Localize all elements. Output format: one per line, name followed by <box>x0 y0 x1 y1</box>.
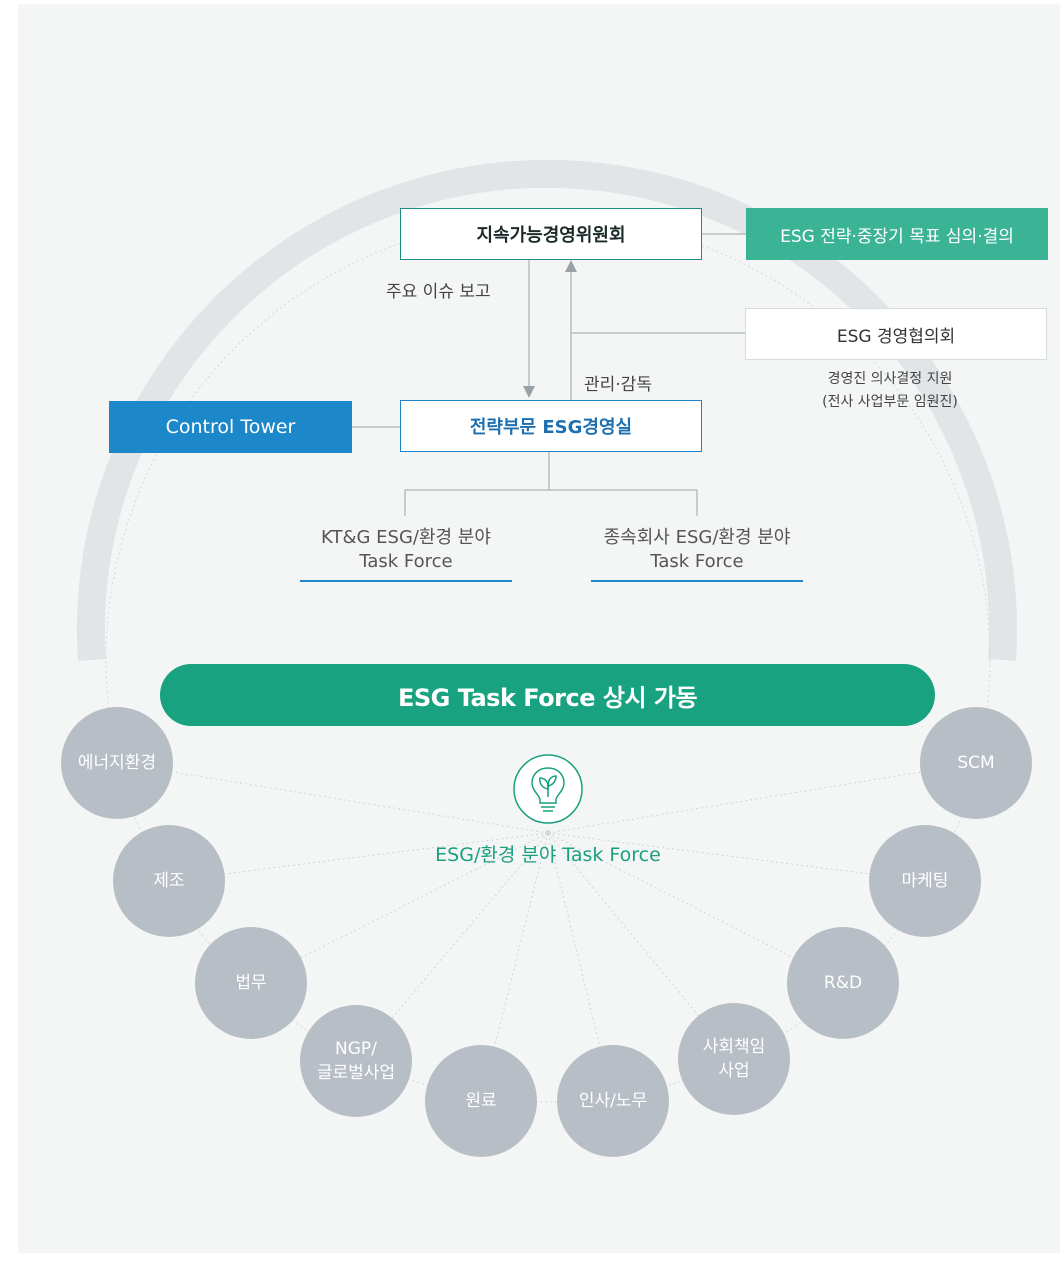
task-force-subsidiary-line2: Task Force <box>650 551 744 572</box>
unit-legal: 법무 <box>195 927 307 1039</box>
task-force-subsidiary-line1: 종속회사 ESG/환경 분야 <box>603 527 791 548</box>
task-force-ktng-line1: KT&G ESG/환경 분야 <box>321 527 491 548</box>
council-desc-line1: 경영진 의사결정 지원 <box>827 371 953 387</box>
esg-council-box: ESG 경영협의회 <box>745 308 1047 360</box>
unit-rnd: R&D <box>787 927 899 1039</box>
task-force-ktng: KT&G ESG/환경 분야 Task Force <box>300 522 512 582</box>
task-force-banner: ESG Task Force 상시 가동 <box>160 664 935 726</box>
task-force-subsidiary: 종속회사 ESG/환경 분야 Task Force <box>591 522 803 582</box>
unit-marketing: 마케팅 <box>869 825 981 937</box>
control-tower-box: Control Tower <box>109 401 352 453</box>
unit-hr-labor: 인사/노무 <box>557 1045 669 1157</box>
supervise-label: 관리·감독 <box>584 375 652 395</box>
unit-raw-materials: 원료 <box>425 1045 537 1157</box>
lightbulb-leaf-icon <box>513 754 583 824</box>
connector-rays <box>116 762 977 1102</box>
unit-manufacturing: 제조 <box>113 825 225 937</box>
decision-box: ESG 전략·중장기 목표 심의·결의 <box>746 208 1048 260</box>
esg-office-box: 전략부문 ESG경영실 <box>400 400 702 452</box>
inner-dotted-ring <box>105 217 991 1103</box>
unit-ngp-global: NGP/글로벌사업 <box>300 1005 412 1117</box>
council-description: 경영진 의사결정 지원 (전사 사업부문 임원진) <box>790 368 990 414</box>
council-desc-line2: (전사 사업부문 임원진) <box>822 394 958 410</box>
report-label: 주요 이슈 보고 <box>386 282 491 302</box>
unit-energy-environment: 에너지환경 <box>61 707 173 819</box>
unit-scm: SCM <box>920 707 1032 819</box>
center-node <box>545 830 551 836</box>
center-task-force-label: ESG/환경 분야 Task Force <box>435 844 661 866</box>
task-force-ktng-line2: Task Force <box>359 551 453 572</box>
org-connectors <box>352 233 746 516</box>
sustainability-committee-box: 지속가능경영위원회 <box>400 208 702 260</box>
